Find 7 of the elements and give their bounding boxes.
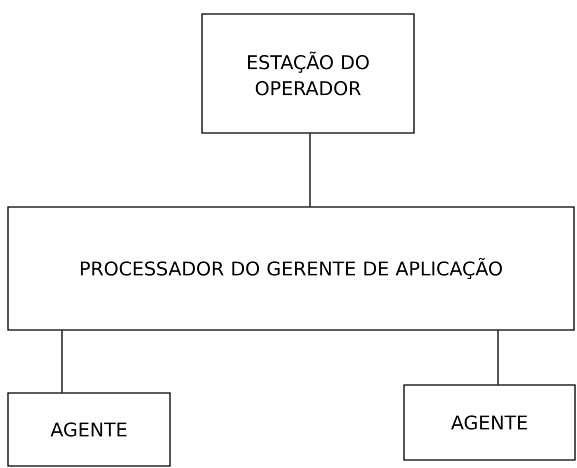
process-box: ESTAÇÃO DO OPERADOR [201,13,415,134]
process-box: PROCESSADOR DO GERENTE DE APLICAÇÃO [7,206,575,331]
process-box: AGENTE [7,392,171,467]
connector-line [309,134,311,206]
process-box: AGENTE [403,384,576,461]
connector-line [61,330,63,392]
connector-line [497,330,499,384]
